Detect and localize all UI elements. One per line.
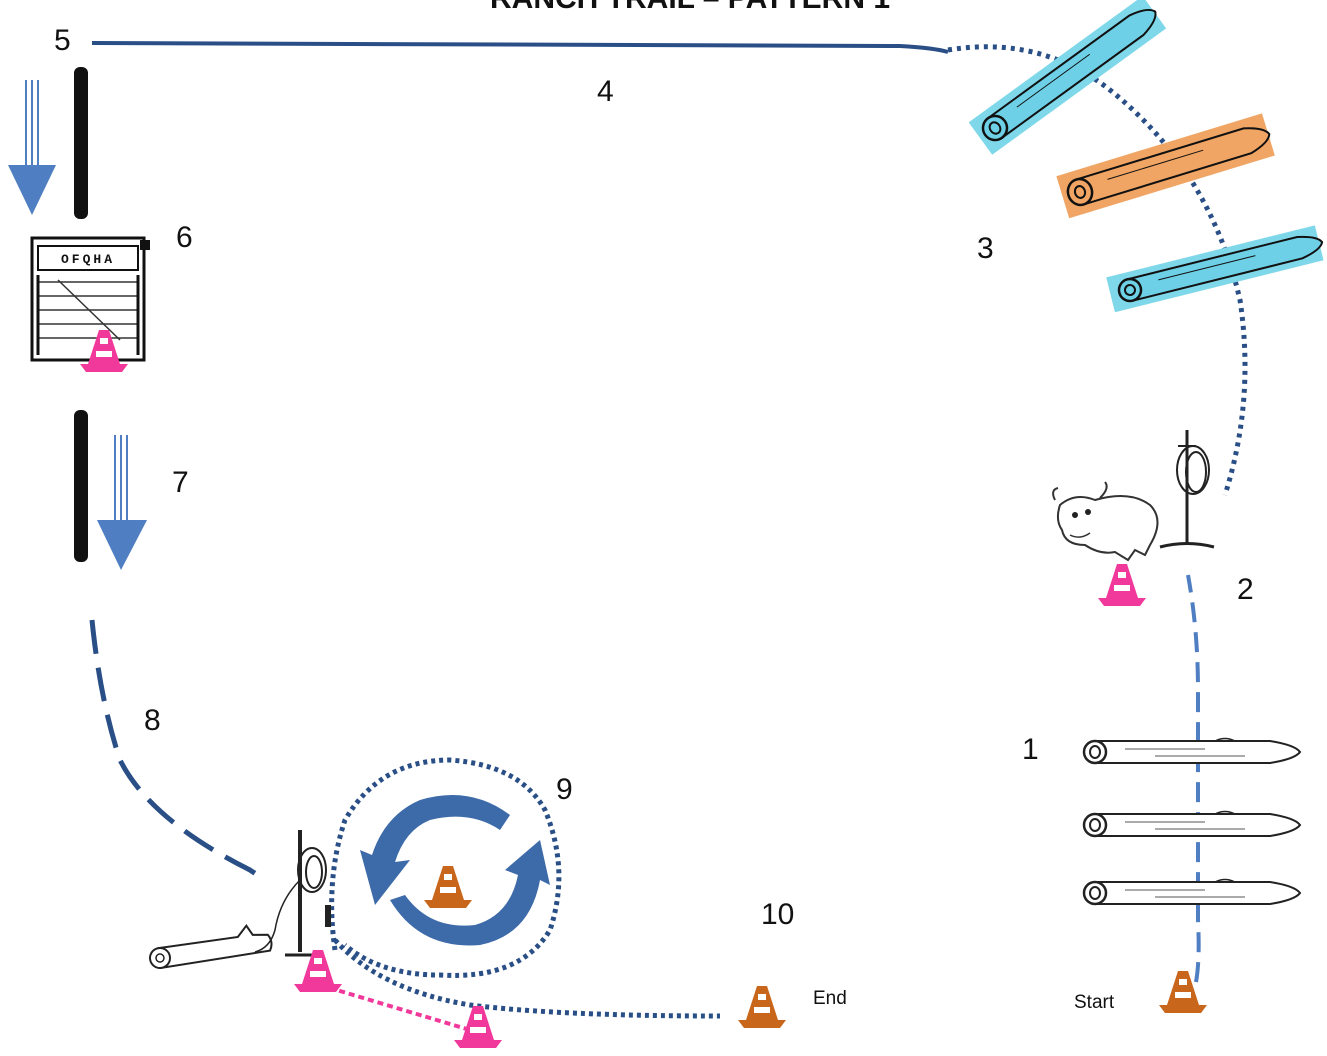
white-log-2 bbox=[1082, 810, 1302, 838]
down-arrow-lower bbox=[97, 435, 147, 570]
label-obstacle-9: 9 bbox=[556, 773, 573, 806]
label-obstacle-6: 6 bbox=[176, 221, 193, 254]
cone-start bbox=[1159, 971, 1207, 1013]
gate-sign-text: OFQHA bbox=[61, 252, 115, 267]
log-blue-top bbox=[968, 0, 1167, 155]
label-obstacle-1: 1 bbox=[1022, 733, 1039, 766]
pink-dotted-line bbox=[319, 983, 471, 1032]
steer-roping-dummy bbox=[1052, 481, 1159, 562]
label-obstacle-7: 7 bbox=[172, 466, 189, 499]
label-obstacle-5: 5 bbox=[54, 24, 71, 57]
label-end: End bbox=[813, 988, 847, 1009]
circular-arrows bbox=[360, 795, 550, 946]
cone-pink-2 bbox=[1098, 564, 1146, 606]
drag-log bbox=[149, 923, 273, 970]
path-segment-1 bbox=[1186, 574, 1201, 983]
pattern-title: RANCH TRAIL – PATTERN 1 bbox=[490, 0, 890, 15]
gate-ofqha: OFQHA bbox=[30, 236, 150, 362]
label-obstacle-4: 4 bbox=[597, 75, 614, 108]
down-arrow-upper bbox=[8, 80, 56, 215]
label-obstacle-3: 3 bbox=[977, 232, 994, 265]
white-log-3 bbox=[1082, 878, 1302, 906]
rail-lower bbox=[74, 410, 88, 562]
label-obstacle-10: 10 bbox=[761, 898, 795, 931]
cone-orange-center bbox=[424, 866, 472, 908]
label-obstacle-8: 8 bbox=[144, 704, 161, 737]
path-segment-4 bbox=[91, 41, 949, 54]
log-blue-bottom bbox=[1106, 225, 1324, 313]
white-log-1 bbox=[1082, 737, 1302, 765]
cone-end bbox=[738, 986, 786, 1028]
rail-upper bbox=[74, 67, 88, 219]
label-obstacle-2: 2 bbox=[1237, 573, 1254, 606]
path-circle-9 bbox=[329, 757, 562, 978]
path-segment-10 bbox=[333, 938, 721, 1019]
cone-pink-bottom bbox=[454, 1006, 502, 1048]
log-orange bbox=[1056, 113, 1275, 219]
label-start: Start bbox=[1074, 992, 1115, 1013]
path-segment-8 bbox=[89, 619, 267, 883]
rope-post bbox=[1159, 430, 1215, 549]
